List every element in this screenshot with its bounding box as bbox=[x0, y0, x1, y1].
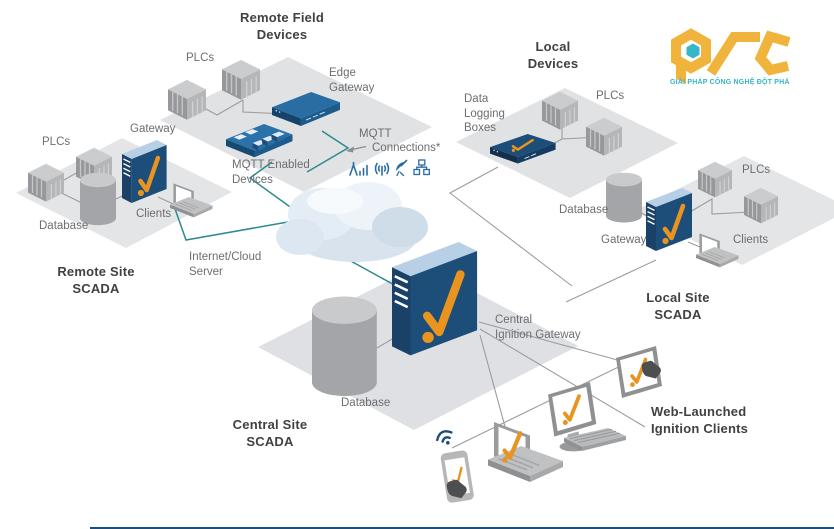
remote-field-devices-title: Remote Field Devices bbox=[239, 10, 325, 42]
data-logging-boxes-label: Data Logging Boxes bbox=[464, 93, 505, 135]
web-client-tablet-icon bbox=[614, 344, 664, 400]
satellite-dish-icon bbox=[396, 159, 408, 177]
network-tree-icon bbox=[413, 159, 430, 176]
plcs-label-local-site: PLCs bbox=[742, 164, 771, 176]
database-label-local-site: Database bbox=[559, 204, 609, 216]
internet-cloud-server-label: Internet/Cloud Server bbox=[189, 251, 262, 278]
platform-local-devices bbox=[456, 88, 678, 198]
platform-local-site bbox=[634, 156, 834, 265]
cell-signal-icon bbox=[349, 161, 368, 176]
central-site-scada-title: Central Site SCADA bbox=[232, 417, 308, 449]
remote-site-scada-title: Remote Site SCADA bbox=[57, 264, 135, 296]
database-icon bbox=[80, 172, 116, 226]
local-site-scada-title: Local Site SCADA bbox=[646, 290, 710, 322]
wifi-icon bbox=[433, 427, 457, 450]
database-icon bbox=[312, 296, 377, 397]
ptc-logo bbox=[671, 28, 791, 84]
clients-label-local-site: Clients bbox=[733, 234, 769, 246]
database-label-central: Database bbox=[341, 397, 391, 409]
mqtt-label-line2: Connections* bbox=[372, 142, 441, 154]
central-ignition-gateway-label: Central Ignition Gateway bbox=[495, 314, 581, 341]
mqtt-arrow-icon bbox=[346, 145, 367, 153]
clients-label-remote-site: Clients bbox=[136, 208, 172, 220]
plcs-label-local-devices: PLCs bbox=[596, 90, 625, 102]
edge-gateway-label: Edge Gateway bbox=[329, 67, 375, 94]
mqtt-label-line1: MQTT bbox=[359, 128, 392, 140]
mqtt-connection-icons bbox=[349, 159, 430, 177]
cloud-icon bbox=[276, 182, 428, 262]
gateway-label-local-site: Gateway bbox=[601, 234, 647, 246]
plcs-label-remote-field: PLCs bbox=[186, 52, 215, 64]
bottom-accent-bar bbox=[90, 527, 834, 529]
logo-tagline: GIẢI PHÁP CÔNG NGHỆ ĐỘT PHÁ bbox=[670, 79, 790, 86]
database-label-remote-site: Database bbox=[39, 220, 89, 232]
web-launched-clients-label: Web-Launched Ignition Clients bbox=[651, 404, 749, 436]
plcs-label-remote-site: PLCs bbox=[42, 136, 71, 148]
ignition-gateway-server-icon bbox=[646, 188, 692, 251]
web-client-laptop-icon bbox=[488, 422, 563, 482]
database-icon bbox=[606, 172, 642, 223]
local-devices-title: Local Devices bbox=[527, 39, 579, 71]
broadcast-icon bbox=[374, 162, 390, 176]
mqtt-enabled-devices-label: MQTT Enabled Devices bbox=[232, 159, 310, 186]
gateway-label-remote-site: Gateway bbox=[130, 123, 176, 135]
